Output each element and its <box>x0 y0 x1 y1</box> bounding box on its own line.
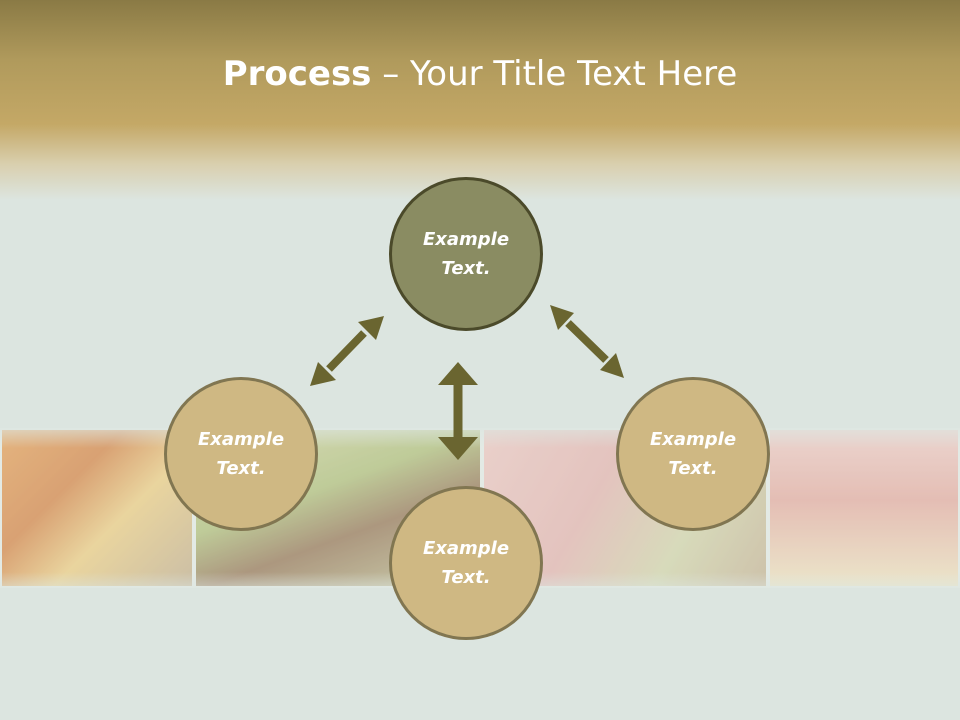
slide-title: Process – Your Title Text Here <box>0 50 960 98</box>
double-arrow-top-left <box>310 316 384 386</box>
title-rest: – Your Title Text Here <box>371 54 738 94</box>
photo-panel-4 <box>768 428 960 588</box>
double-arrow-top-right <box>550 305 624 378</box>
header-band <box>0 0 960 200</box>
strip-fade-top <box>0 418 960 448</box>
title-bold: Process <box>222 54 372 94</box>
double-arrow-vertical <box>438 362 478 460</box>
